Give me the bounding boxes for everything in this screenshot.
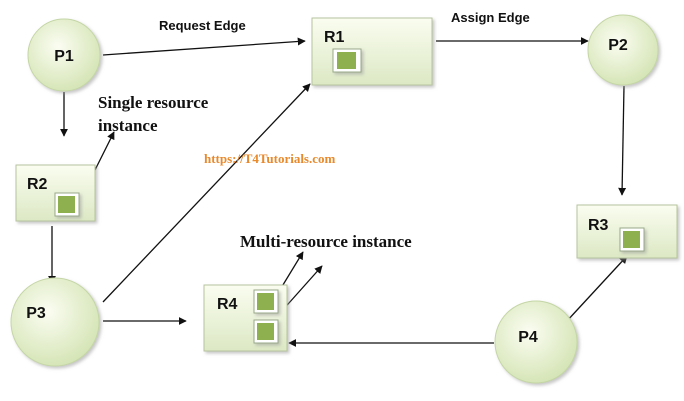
edge-p2-r3 <box>618 85 627 196</box>
process-p4-label: P4 <box>518 329 538 346</box>
single-instance-label-line2: instance <box>98 116 158 135</box>
edge-p4-r3 <box>565 255 628 323</box>
process-p1: P1 <box>27 18 101 92</box>
watermark-url: https://T4Tutorials.com <box>204 151 336 166</box>
process-p4: P4 <box>494 300 578 384</box>
resource-r4: R4 <box>203 284 288 352</box>
resource-r4-label: R4 <box>217 296 238 313</box>
resource-r3-label: R3 <box>588 217 609 234</box>
process-p2: P2 <box>587 14 659 86</box>
request-edge-label: Request Edge <box>159 18 246 33</box>
resource-r2: R2 <box>15 164 96 222</box>
resource-r1: R1 <box>311 17 433 86</box>
process-p2-label: P2 <box>608 37 628 54</box>
assign-edge-label: Assign Edge <box>451 10 530 25</box>
resource-r2-label: R2 <box>27 176 48 193</box>
request-edge-p1-r1 <box>102 37 306 56</box>
process-p3-label: P3 <box>26 305 46 322</box>
process-p1-label: P1 <box>54 48 74 65</box>
single-instance-label-line1: Single resource <box>98 93 209 112</box>
multi-instance-label: Multi-resource instance <box>240 232 412 251</box>
resource-r3: R3 <box>576 204 678 259</box>
edge-p3-r1 <box>102 83 311 303</box>
process-p3: P3 <box>10 277 100 367</box>
resource-r1-label: R1 <box>324 29 345 46</box>
